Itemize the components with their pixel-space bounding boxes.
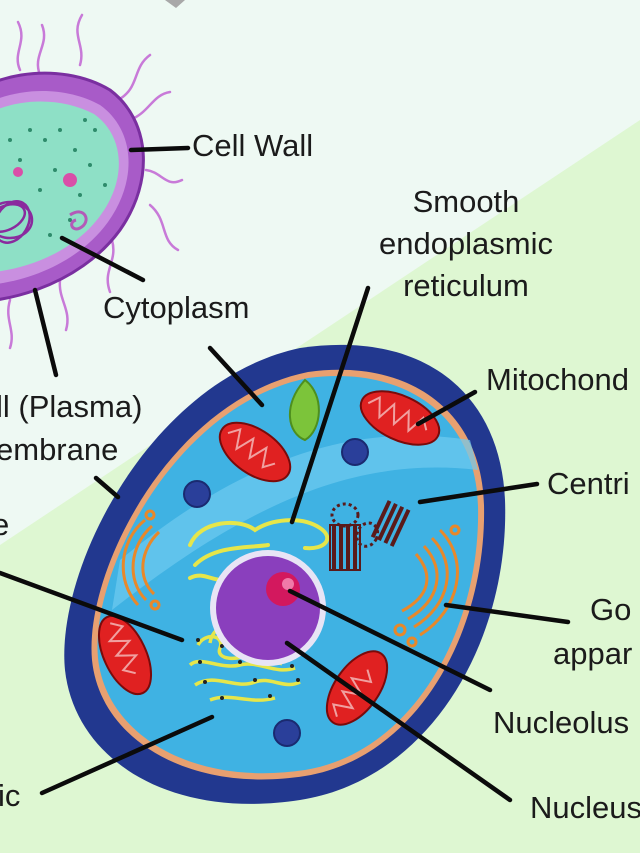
background-top	[0, 0, 640, 545]
bacteria-plasmid	[63, 173, 77, 187]
label-mitochondria: Mitochond	[486, 362, 629, 397]
leader-cell-membrane-bacteria	[32, 287, 59, 378]
leader-cell-wall	[128, 145, 191, 153]
label-nucleus: Nucleus	[530, 790, 640, 825]
cytoplasm-highlight	[112, 435, 478, 610]
label-smooth-er-line3: reticulum	[403, 268, 529, 303]
label-smooth-er-line1: Smooth	[413, 184, 520, 219]
nucleolus	[266, 572, 300, 606]
leader-smooth-er	[289, 285, 371, 525]
centriole-a	[329, 502, 361, 571]
heading-fragment	[165, 0, 185, 8]
nucleolus-highlight	[282, 578, 294, 590]
centriole-b	[355, 500, 411, 548]
label-golgi-line2: appar	[553, 636, 632, 671]
leader-centriole	[417, 481, 540, 505]
label-cytoplasm: Cytoplasm	[103, 290, 249, 325]
label-left-partial: e	[0, 507, 9, 542]
lysosomes	[183, 438, 369, 747]
animal-cell	[64, 344, 506, 804]
leader-golgi	[443, 602, 571, 625]
leader-left-edge	[0, 570, 185, 643]
label-smooth-er-line2: endoplasmic	[379, 226, 553, 261]
leader-nucleolus	[287, 588, 493, 693]
nucleus	[216, 556, 320, 660]
leader-cytoplasm-cell	[207, 345, 265, 408]
label-nucleolus: Nucleolus	[493, 705, 629, 740]
label-rough-er-partial: ic	[0, 778, 20, 813]
leader-lines	[0, 145, 571, 803]
leader-rough-er	[39, 714, 215, 796]
bacteria-ribosomes	[8, 118, 107, 237]
leader-cytoplasm-bacteria	[59, 235, 146, 283]
label-cell-membrane-line2: embrane	[0, 432, 118, 467]
bacteria-nucleoid	[0, 200, 34, 244]
labels: Cell Wall Smooth endoplasmic reticulum C…	[0, 128, 640, 825]
vacuole	[289, 378, 320, 442]
leader-cell-membrane	[93, 475, 121, 500]
label-cell-membrane-line1: ll (Plasma)	[0, 389, 142, 424]
label-golgi-line1: Go	[590, 592, 631, 627]
bacteria-plasmid-small	[13, 167, 23, 177]
golgi-right	[393, 524, 461, 648]
label-centriole: Centri	[547, 466, 630, 501]
bacteria-cell	[0, 13, 184, 350]
bacteria-flagellum-curl	[69, 210, 88, 231]
mitochondria-group	[97, 390, 441, 726]
leader-mitochondria	[415, 389, 478, 427]
golgi-left	[121, 509, 161, 611]
label-cell-wall: Cell Wall	[192, 128, 313, 163]
leader-nucleus	[284, 640, 513, 803]
